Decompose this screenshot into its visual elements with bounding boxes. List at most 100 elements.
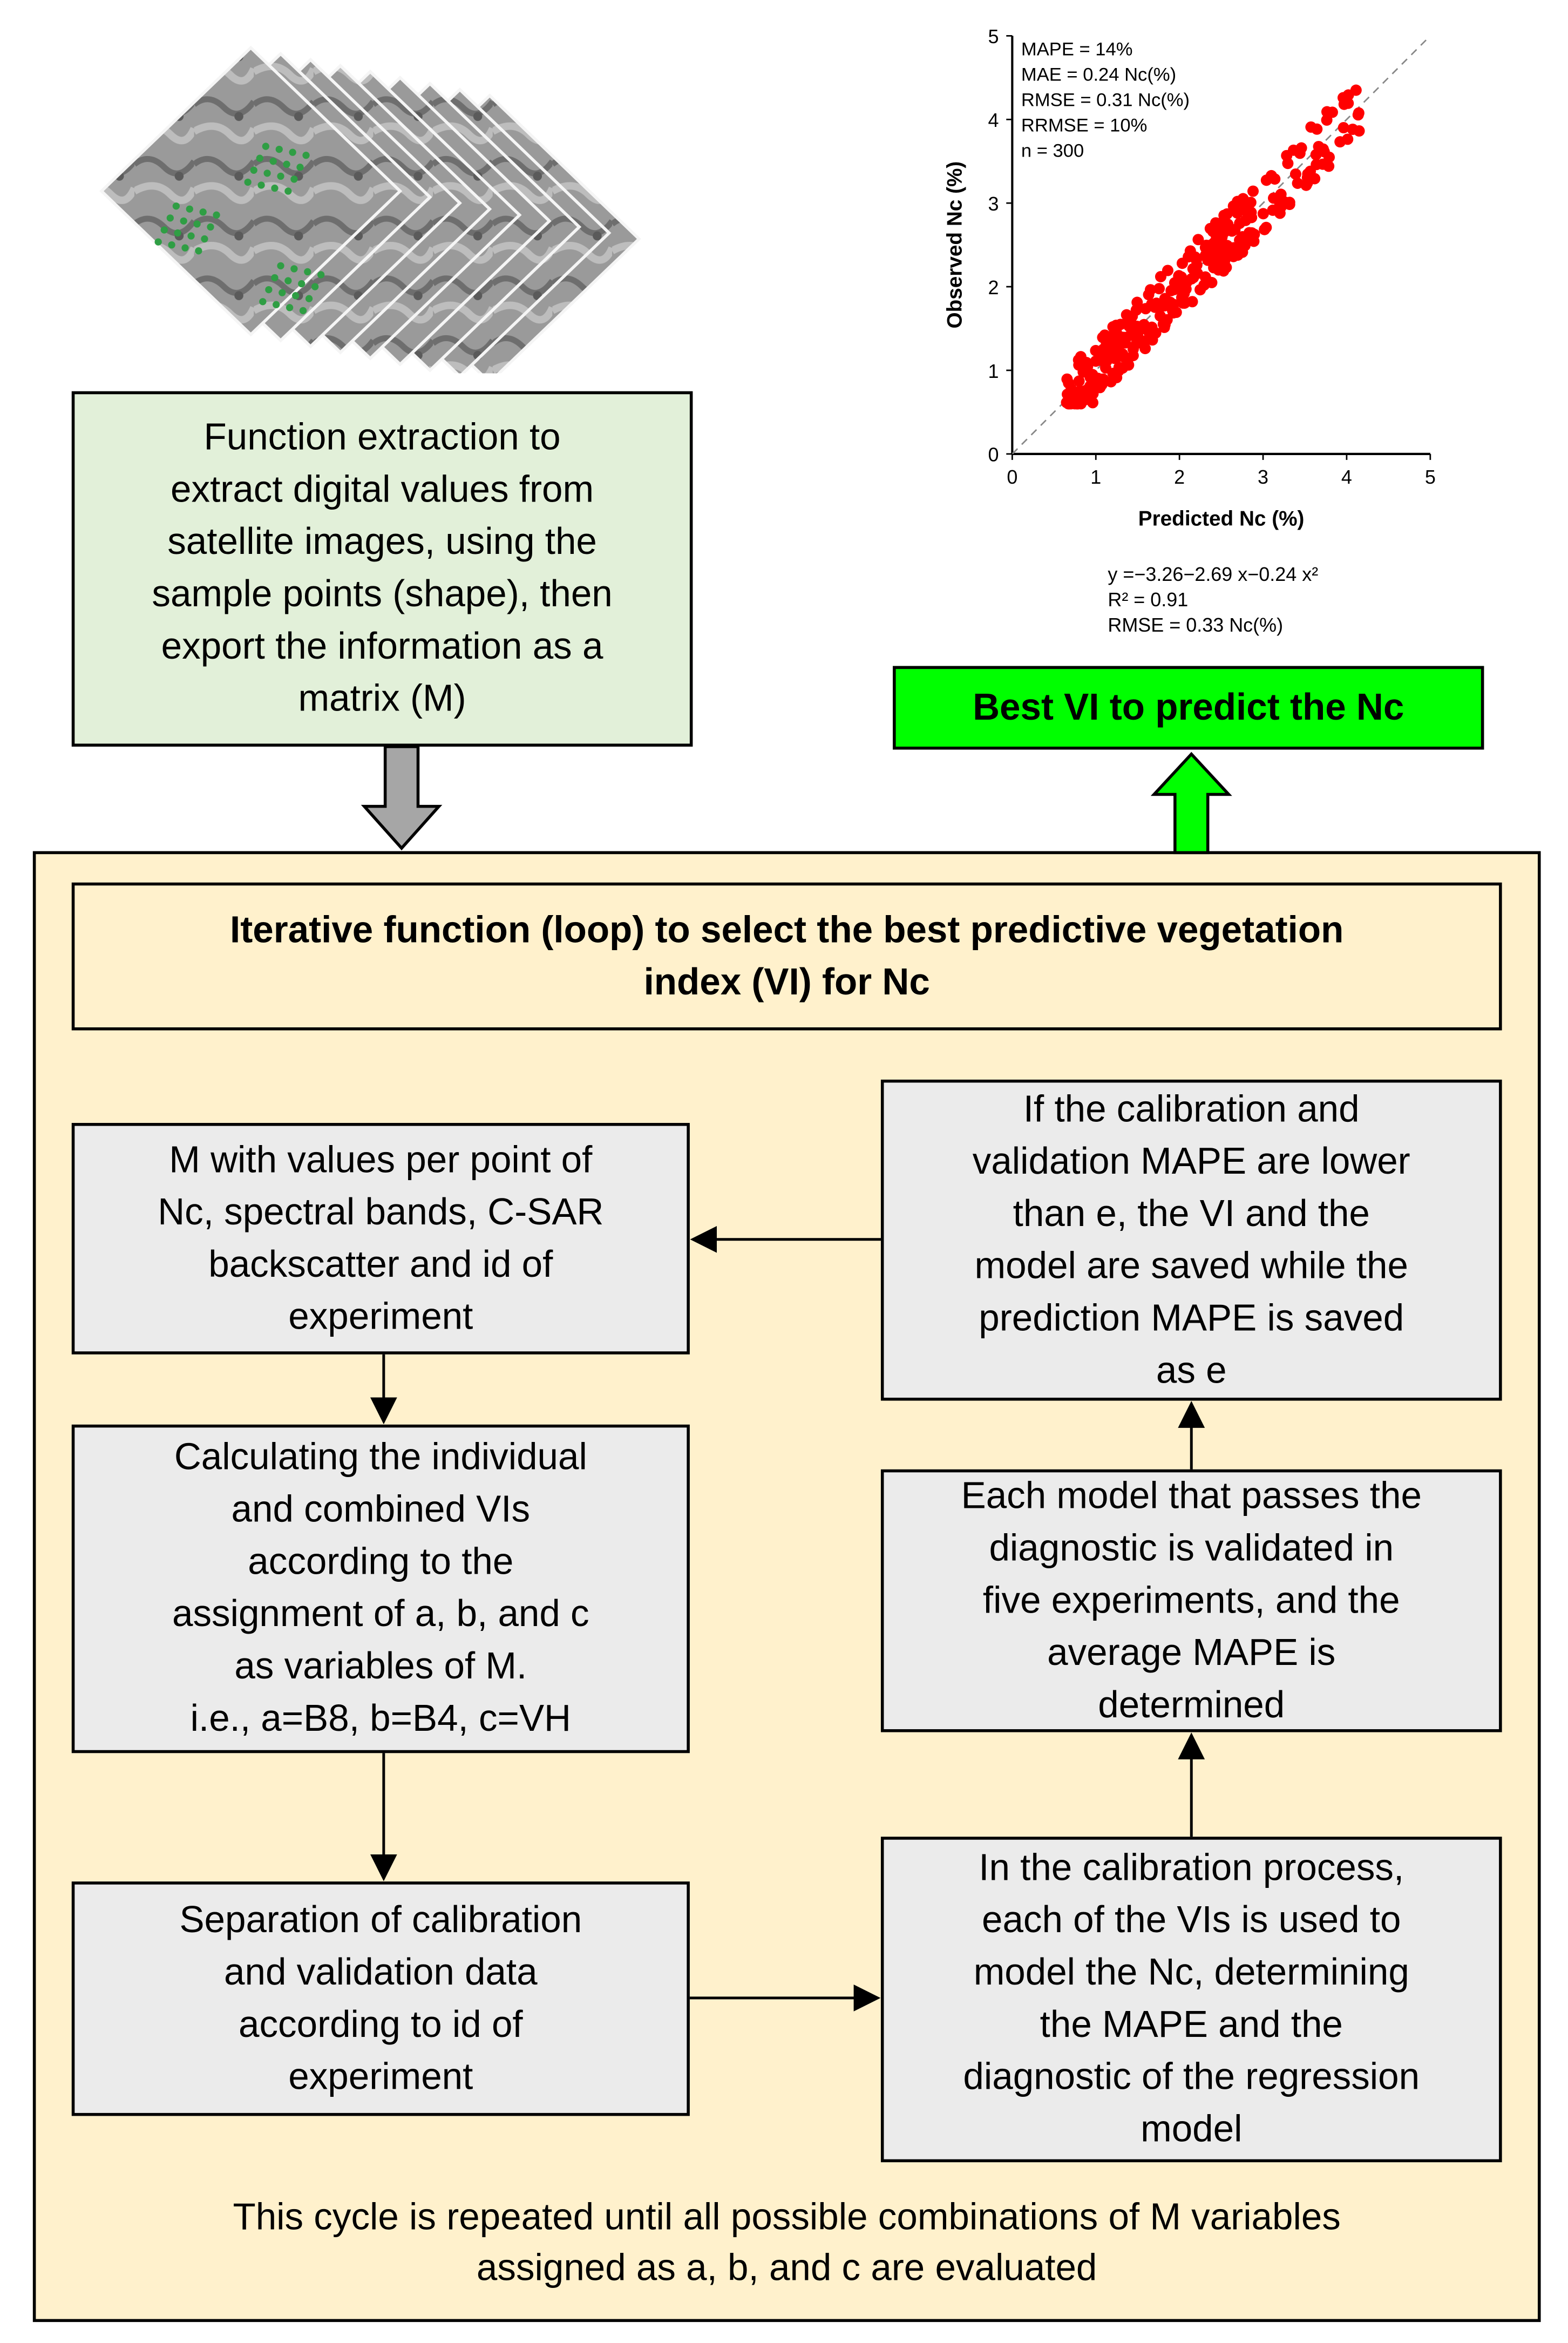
scatter-point [1282,158,1294,170]
scatter-point [1338,122,1349,134]
scatter-point [1194,284,1206,296]
sample-point-marker [259,298,267,306]
satellite-image-stack [99,45,641,374]
scatter-point [1300,179,1312,191]
scatter-point [1073,375,1085,387]
scatter-point [1063,377,1075,389]
separation-step-box: Separation of calibration and validation… [71,1881,690,2116]
sample-point-marker [292,292,300,300]
sample-point-marker [271,274,279,282]
sample-point-marker [289,148,296,156]
scatter-point [1155,270,1166,282]
scatter-point [1176,292,1187,303]
scatter-point [1202,254,1214,266]
x-tick-label: 3 [1258,466,1268,488]
calculate-vis-step-box: Calculating the individual and combined … [71,1424,690,1753]
scatter-point [1063,398,1075,410]
scatter-point [1143,289,1155,301]
scatter-point [1269,173,1281,185]
sample-point-marker [257,181,265,189]
sample-point-marker [213,211,220,219]
matrix-step-box: M with values per point of Nc, spectral … [71,1123,690,1355]
sample-point-marker [275,145,283,153]
scatter-point [1334,136,1346,148]
scatter-point [1189,251,1201,263]
sample-point-marker [298,280,306,288]
sample-point-marker [195,247,202,255]
sample-point-marker [284,277,292,285]
sample-point-marker [263,170,271,177]
scatter-point [1353,125,1365,137]
scatter-point [1090,344,1102,356]
scatter-point [1246,232,1258,244]
sample-point-marker [296,164,304,171]
scatter-point [1221,208,1233,220]
scatter-point [1107,321,1119,333]
scatter-point [1093,354,1105,366]
scatter-point [1126,310,1138,322]
scatter-point [1087,388,1099,399]
scatter-point [1311,123,1323,135]
sample-point-marker [160,226,168,234]
x-tick-label: 4 [1341,466,1352,488]
y-axis-label: Observed Nc (%) [943,161,966,329]
regression-r2: R² = 0.91 [1108,588,1189,611]
scatter-point [1173,270,1185,282]
sample-point-marker [271,184,279,192]
sample-point-marker [199,208,207,216]
scatter-point [1200,239,1212,251]
regression-equation: y =−3.26−2.69 x−0.24 x² [1108,563,1319,586]
up-block-arrow [1150,751,1232,855]
validation-step-box: Each model that passes the diagnostic is… [880,1469,1502,1732]
scatter-point [1157,318,1169,330]
scatter-point [1167,304,1179,316]
scatter-point [1211,254,1223,266]
sample-point-marker [186,205,193,213]
scatter-point [1275,201,1287,213]
y-tick-label: 0 [988,444,999,466]
scatter-point [1153,283,1165,295]
sample-point-marker [250,166,257,174]
sample-point-marker [174,229,181,237]
scatter-point [1080,394,1091,405]
scatter-point [1227,200,1239,212]
sample-point-marker [317,271,325,279]
scatter-point [1247,185,1259,197]
sample-point-marker [273,301,280,308]
sample-point-marker [166,214,174,222]
satellite-image-tile [99,45,403,337]
scatter-point [1321,114,1333,126]
scatter-point [1289,168,1301,180]
scatter-point [1192,234,1204,246]
sample-point-marker [277,262,284,269]
x-tick-label: 0 [1007,466,1017,488]
sample-point-marker [193,220,201,228]
y-tick-label: 5 [988,25,999,48]
x-tick-label: 2 [1174,466,1185,488]
x-axis-label: Predicted Nc (%) [1138,507,1305,531]
scatter-point [1260,221,1272,233]
sample-point-marker [311,283,319,290]
scatter-point [1176,258,1188,269]
scatter-point [1180,283,1192,295]
chart-annotation: MAE = 0.24 Nc(%) [1021,64,1176,85]
scatter-point [1342,89,1354,101]
chart-annotation: RRMSE = 10% [1021,115,1147,136]
scatter-point [1084,371,1096,383]
calibration-step-box: In the calibration process, each of the … [880,1837,1502,2163]
regression-rmse: RMSE = 0.33 Nc(%) [1108,613,1284,636]
sample-point-marker [172,202,180,210]
scatter-point [1311,159,1322,171]
sample-point-marker [290,265,298,273]
sample-point-marker [279,289,286,296]
y-tick-label: 3 [988,193,999,215]
sample-point-marker [154,238,162,246]
sample-point-marker [277,172,284,180]
scatter-point [1199,271,1211,283]
scatter-point [1127,350,1139,362]
scatter-point [1073,354,1084,366]
sample-point-marker [269,158,277,165]
scatter-point [1353,107,1365,119]
